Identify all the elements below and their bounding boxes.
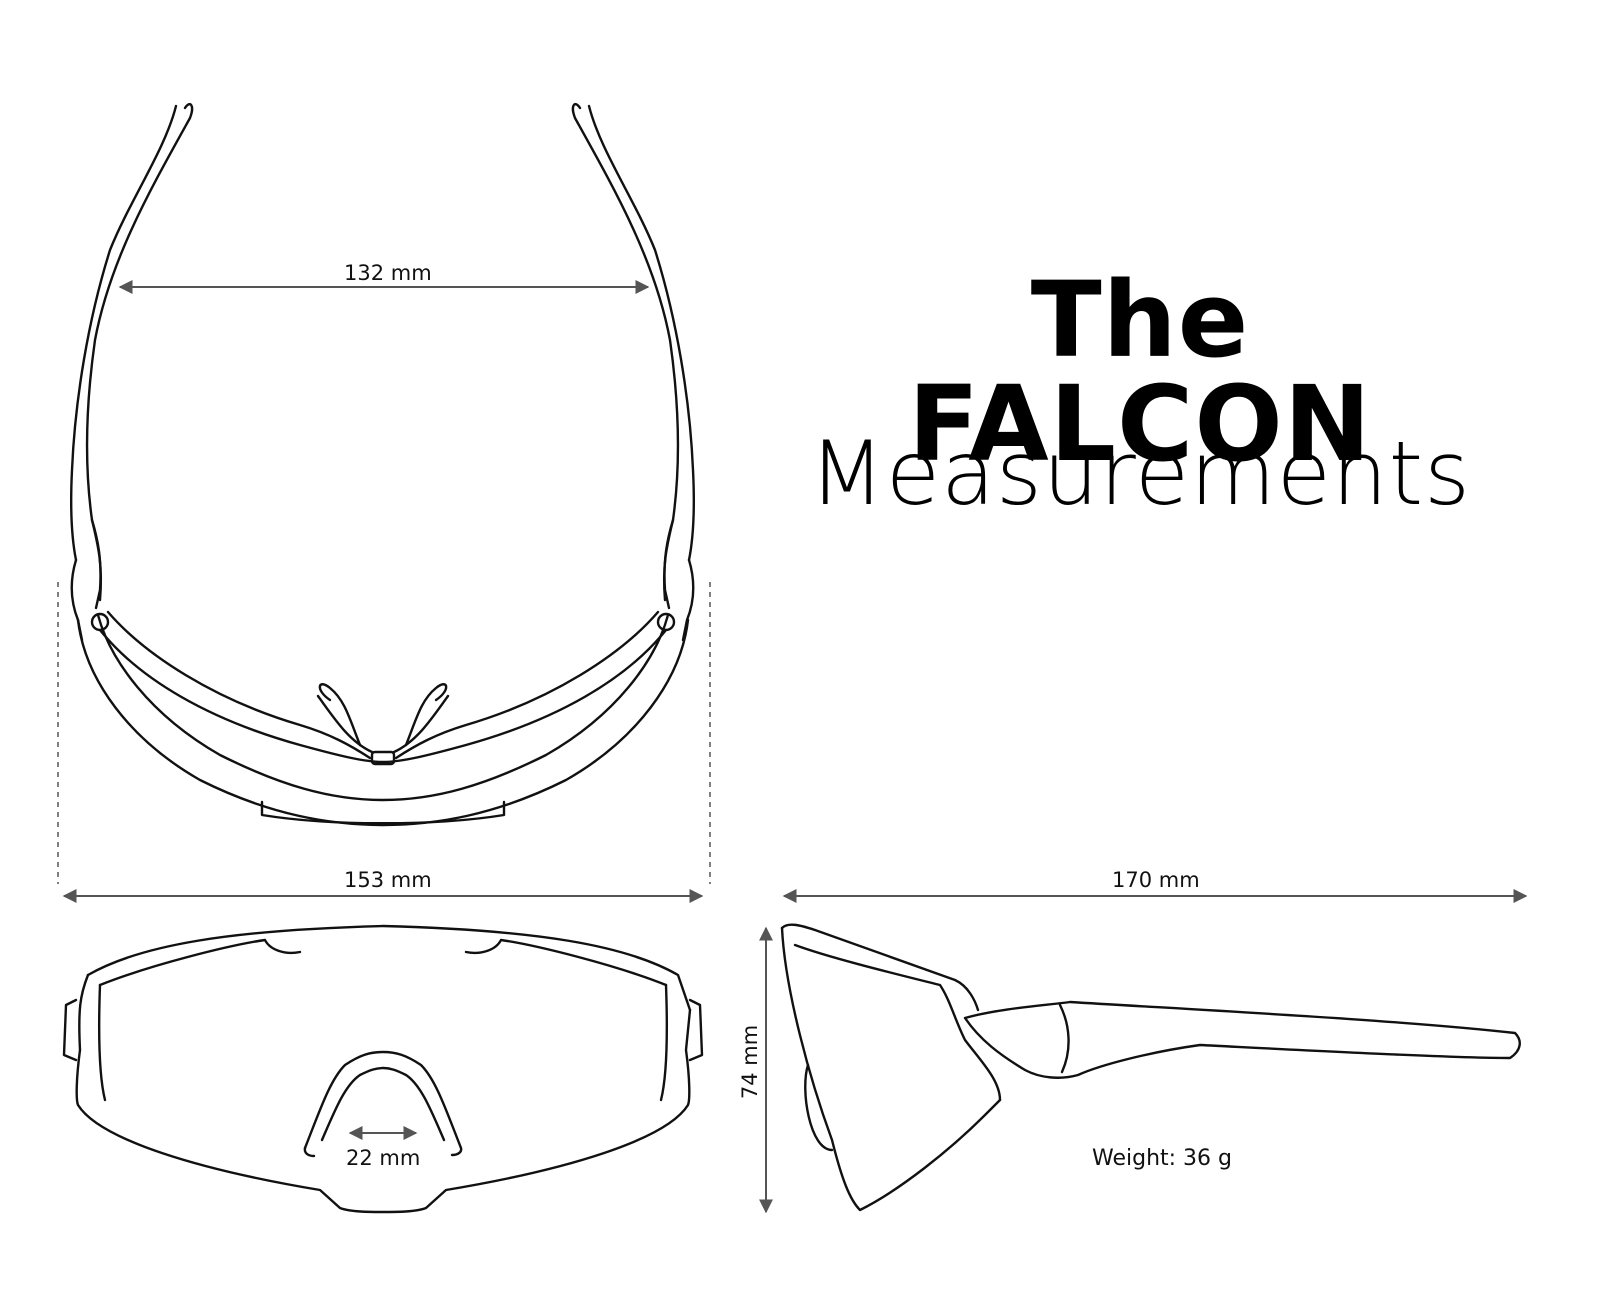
front-view-glasses <box>62 924 704 1214</box>
temple-width-label: 132 mm <box>344 261 432 285</box>
top-view-glasses <box>70 103 695 827</box>
total-length-label: 170 mm <box>1112 868 1200 892</box>
dimension-lines <box>57 280 1528 1214</box>
height-label: 74 mm <box>738 1024 762 1100</box>
frame-width-label: 153 mm <box>344 868 432 892</box>
bridge-width-label: 22 mm <box>346 1146 421 1170</box>
page-title: The FALCON <box>908 259 1372 485</box>
side-view-glasses <box>780 923 1521 1212</box>
weight-label: Weight: 36 g <box>1092 1146 1233 1171</box>
page-subtitle: Measurements <box>809 422 1471 525</box>
